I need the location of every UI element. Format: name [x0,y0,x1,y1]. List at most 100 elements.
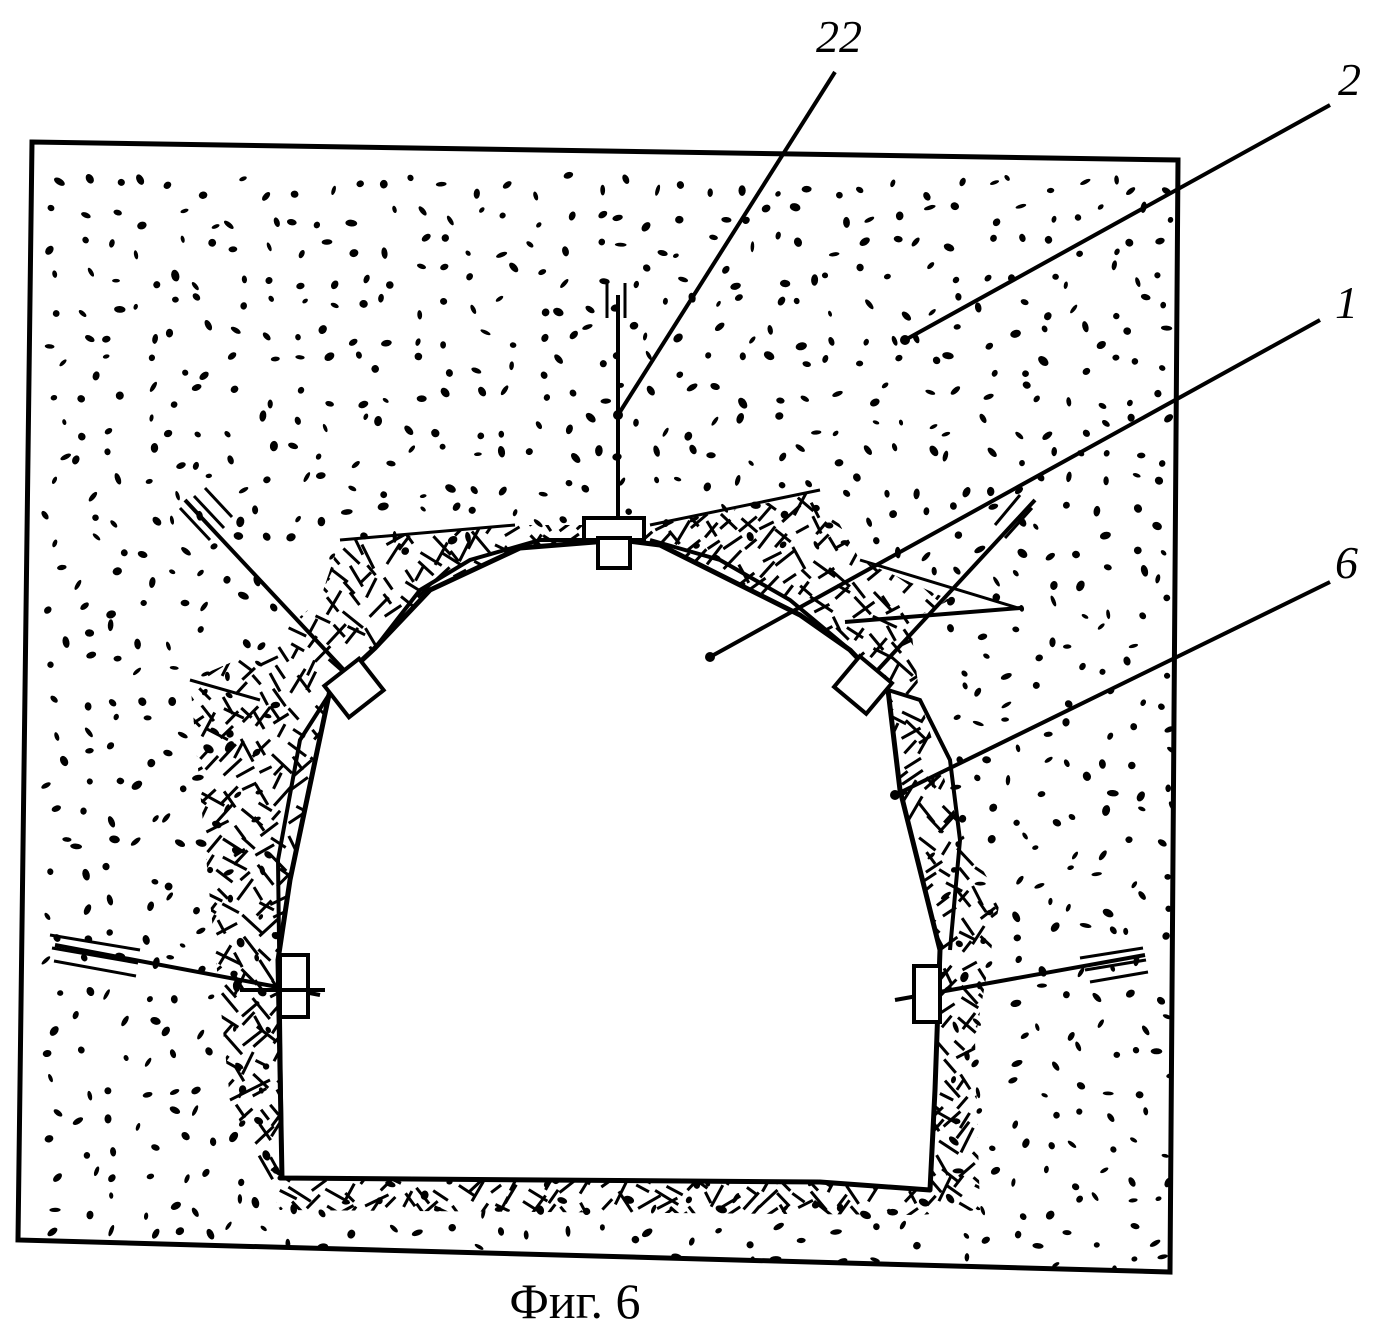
grout-stroke [943,1079,961,1099]
grout-stroke [205,819,230,834]
rock-dot [662,297,668,305]
rock-dot [441,234,450,242]
rock-dot [1020,299,1029,306]
rock-dot [962,682,968,690]
grout-stroke [274,664,286,680]
rock-dot [138,697,147,706]
rock-dot [109,239,115,248]
rock-dot [205,1047,213,1056]
grout-stroke [504,525,521,537]
rock-dot [497,1227,505,1236]
rock-dot [981,1236,990,1244]
grout-stroke [907,795,924,821]
grout-stroke [206,727,229,742]
grout-stroke [925,860,944,874]
rock-dot [1022,381,1031,389]
grout-stroke [849,1205,864,1215]
rock-dot [769,1256,782,1262]
rock-dot [864,216,875,223]
rock-dot [1051,215,1057,223]
rock-dot [1013,934,1021,942]
rock-dot [347,1229,356,1239]
rock-dot [499,212,506,219]
rock-dot [1064,700,1073,708]
rock-dot [114,305,126,313]
rock-dot [865,299,874,310]
rock-dot [1157,839,1167,847]
rock-dot [629,321,639,330]
rock-dot [197,1029,205,1040]
rock-dot [974,302,982,313]
grout-stroke [961,1012,977,1031]
rock-dot [1050,922,1060,932]
rock-dot [153,281,161,289]
rock-dot [1037,791,1046,798]
rock-dot [199,371,209,380]
rock-dot [964,1253,970,1262]
grout-stroke [204,754,220,771]
rock-dot [796,1237,806,1244]
rock-dot [446,215,454,226]
rock-dot [1112,354,1120,361]
rock-dot [343,1264,350,1271]
rock-dot [47,1227,58,1237]
grout-stroke [233,847,246,858]
rock-dot [950,202,960,211]
rock-dot [535,421,543,430]
rock-dot [83,904,92,915]
grout-stroke [404,569,415,583]
rock-dot [1076,580,1085,592]
rock-dot [107,619,114,632]
grout-stroke [744,538,758,551]
grout-stroke [255,899,273,917]
grout-stroke [232,849,249,866]
rock-dot [1036,983,1047,988]
grout-stroke [656,1196,679,1211]
rock-dot [113,713,119,721]
rock-dot [800,395,810,402]
rock-dot [881,382,889,389]
rock-dot [1158,365,1166,371]
grout-stroke [940,1002,956,1014]
rock-dot [163,749,173,757]
rock-dot [541,308,550,317]
grout-stroke [490,1183,503,1194]
rock-dot [151,1228,160,1239]
rock-dot [793,237,803,247]
rock-dot [82,236,89,244]
grout-stroke [812,560,837,579]
rock-dot [1106,609,1111,620]
rock-dot [1042,431,1053,440]
grout-stroke [476,1202,490,1215]
rock-dot [1032,1243,1044,1249]
grout-stroke [834,585,850,600]
grout-stroke [885,604,901,615]
rock-dot [474,1243,484,1250]
rock-dot [1113,312,1120,320]
rock-dot [151,1144,160,1151]
rock-dot [633,418,639,427]
grout-stroke [792,490,809,517]
rock-dot [1022,832,1028,840]
grout-stroke [953,1039,966,1052]
rock-dot [715,1227,722,1234]
rock-dot [891,335,898,346]
rock-dot [297,386,305,394]
rock-dot [182,369,189,376]
grout-stroke [233,971,247,996]
rock-dot [78,432,86,441]
rock-dot [688,1237,695,1246]
grout-stroke [908,1190,918,1205]
rock-dot [150,443,159,453]
grout-stroke [400,595,415,608]
rock-dot [599,360,607,368]
rock-dot [331,185,336,196]
rock-dot [192,774,204,781]
grout-stroke [279,1189,298,1201]
grout-stroke [936,1041,950,1056]
rock-dot [901,311,912,321]
rock-dot [1162,932,1170,940]
rock-dot [237,591,249,600]
rock-dot [1015,955,1022,964]
rock-dot [106,742,115,750]
